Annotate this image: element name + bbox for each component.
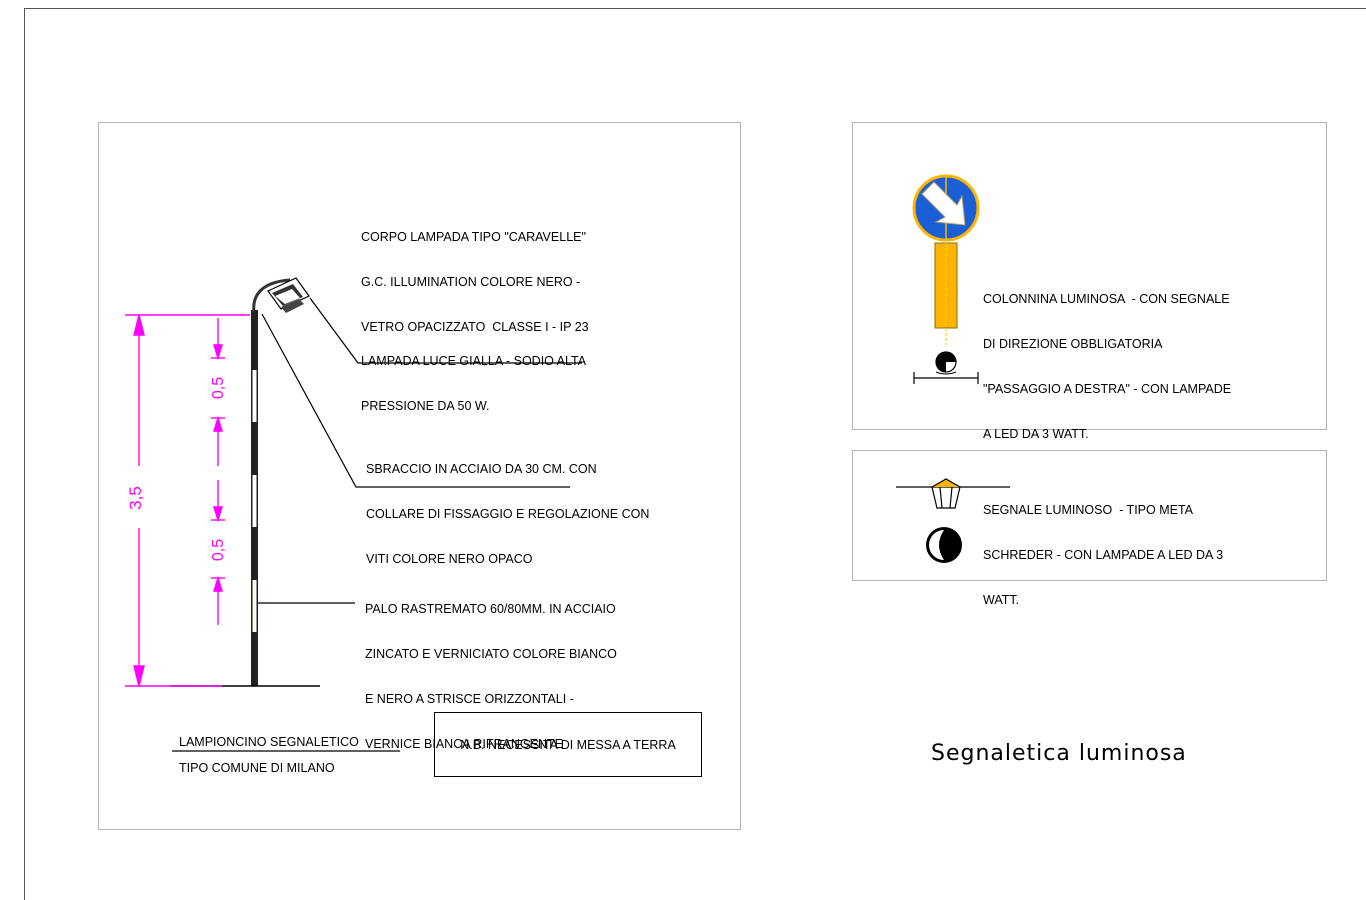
lamp-head-icon bbox=[267, 277, 310, 313]
right-panel-top bbox=[852, 122, 1327, 430]
corpo-lampada-line-1: CORPO LAMPADA TIPO "CARAVELLE" bbox=[361, 230, 586, 244]
dimension-segment-bottom-label: 0,5 bbox=[210, 538, 228, 562]
left-panel bbox=[98, 122, 741, 830]
lamp-pole bbox=[170, 277, 320, 687]
note-box: N.B. NECESSITA DI MESSA A TERRA bbox=[434, 712, 702, 777]
sbraccio-line-3: VITI COLORE NERO OPACO bbox=[366, 552, 533, 566]
drawing-title: Segnaletica luminosa bbox=[931, 741, 1187, 766]
palo-text: PALO RASTREMATO 60/80MM. IN ACCIAIO ZINC… bbox=[365, 572, 617, 767]
palo-line-1: PALO RASTREMATO 60/80MM. IN ACCIAIO bbox=[365, 602, 616, 616]
segnale-text: SEGNALE LUMINOSO - TIPO META SCHREDER - … bbox=[983, 473, 1223, 623]
caption-line-2: TIPO COMUNE DI MILANO bbox=[179, 761, 335, 775]
segnale-line-3: WATT. bbox=[983, 593, 1020, 607]
sbraccio-line-2: COLLARE DI FISSAGGIO E REGOLAZIONE CON bbox=[366, 507, 650, 521]
corpo-lampada-line-2: G.C. ILLUMINATION COLORE NERO - bbox=[361, 275, 581, 289]
corpo-lampada-line-3: VETRO OPACIZZATO CLASSE I - IP 23 bbox=[361, 320, 589, 334]
lampada-text: LAMPADA LUCE GIALLA - SODIO ALTA PRESSIO… bbox=[361, 324, 586, 429]
lampada-line-1: LAMPADA LUCE GIALLA - SODIO ALTA bbox=[361, 354, 587, 368]
sheet-border bbox=[24, 8, 1366, 900]
sbraccio-line-1: SBRACCIO IN ACCIAIO DA 30 CM. CON bbox=[366, 462, 597, 476]
colonnina-line-1: COLONNINA LUMINOSA - CON SEGNALE bbox=[983, 292, 1230, 306]
segnale-luminoso-icon bbox=[896, 478, 1010, 509]
sbraccio-text: SBRACCIO IN ACCIAIO DA 30 CM. CON COLLAR… bbox=[366, 432, 649, 582]
palo-line-4: VERNICE BIANCA RIFRANGENTE bbox=[365, 737, 563, 751]
palo-line-3: E NERO A STRISCE ORIZZONTALI - bbox=[365, 692, 574, 706]
segnale-line-2: SCHREDER - CON LAMPADE A LED DA 3 bbox=[983, 548, 1224, 562]
leader-lines bbox=[258, 297, 582, 604]
right-panel-bottom bbox=[852, 450, 1327, 581]
dimension-segment-top-label: 0,5 bbox=[210, 376, 228, 400]
note-text: N.B. NECESSITA DI MESSA A TERRA bbox=[460, 737, 676, 752]
colonnina-line-4: A LED DA 3 WATT. bbox=[983, 427, 1089, 441]
colonnina-text: COLONNINA LUMINOSA - CON SEGNALE DI DIRE… bbox=[983, 262, 1231, 457]
segnale-lamp-icon bbox=[926, 527, 962, 563]
dimension-total-label: 3,5 bbox=[125, 486, 145, 510]
colonnina-line-3: "PASSAGGIO A DESTRA" - CON LAMPADE bbox=[983, 382, 1232, 396]
colonnina-icon bbox=[912, 174, 980, 384]
caption-line-1: LAMPIONCINO SEGNALETICO bbox=[179, 735, 359, 749]
corpo-lampada-text: CORPO LAMPADA TIPO "CARAVELLE" G.C. ILLU… bbox=[361, 200, 589, 350]
dimension-lines bbox=[125, 314, 250, 687]
lampada-line-2: PRESSIONE DA 50 W. bbox=[361, 399, 490, 413]
colonnina-line-2: DI DIREZIONE OBBLIGATORIA bbox=[983, 337, 1163, 351]
palo-line-2: ZINCATO E VERNICIATO COLORE BIANCO bbox=[365, 647, 617, 661]
segnale-line-1: SEGNALE LUMINOSO - TIPO META bbox=[983, 503, 1193, 517]
